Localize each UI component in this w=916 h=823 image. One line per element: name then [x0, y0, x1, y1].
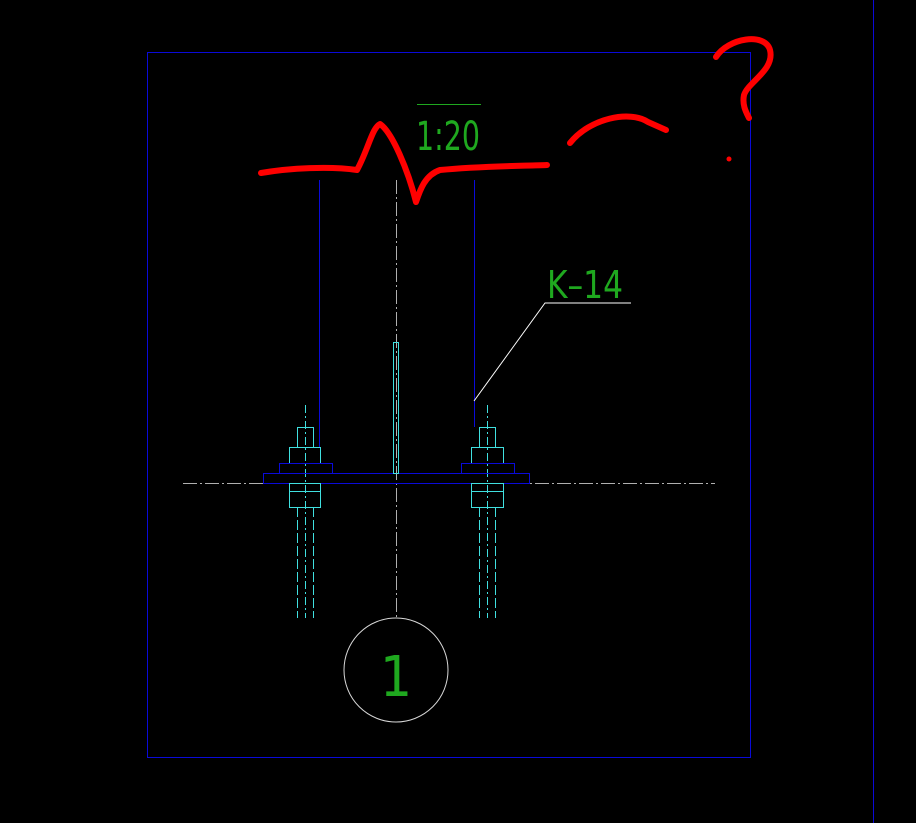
center-rib	[393, 342, 399, 474]
scale-label: 1:20	[416, 114, 480, 160]
view-number-bubble	[343, 617, 449, 723]
red-markup-dot	[726, 156, 732, 162]
red-markup-annotation	[258, 36, 774, 205]
leader-line	[473, 302, 631, 402]
anchor-bolt-right	[461, 405, 515, 618]
view-number: 1	[380, 645, 412, 710]
sheet-frame	[147, 52, 751, 758]
anchor-bolt-left	[279, 405, 333, 618]
leader-label: K–14	[547, 263, 623, 307]
